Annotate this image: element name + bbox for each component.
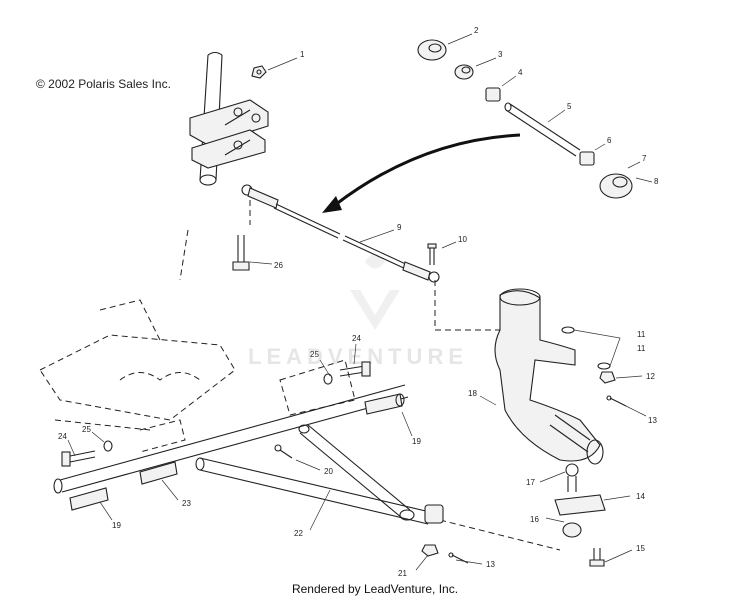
cotter-pin-part-13 [606,395,627,407]
tie-rod [241,184,440,283]
callout-6: 6 [607,136,612,145]
callout-19a: 19 [412,437,421,446]
callout-22: 22 [294,529,303,538]
callout-12: 12 [646,372,655,381]
spindle-knuckle-part-18 [494,288,604,465]
callout-15: 15 [636,544,645,553]
callout-2: 2 [474,26,479,35]
callout-10: 10 [458,235,467,244]
callout-25b: 25 [82,425,91,434]
nut-part-12 [599,371,616,384]
footer-credit: Rendered by LeadVenture, Inc. [291,582,459,596]
bushing-part-19-upper [364,393,405,415]
sleeve-part-6 [579,151,595,166]
shaft-part-5 [504,102,581,157]
leader-lines [67,33,653,571]
callout-24b: 24 [58,432,67,441]
a-arm-part-22 [53,384,444,525]
bolt-part-24-lower [61,450,96,467]
bolt-part-26 [179,229,250,281]
callout-11b: 11 [637,344,646,353]
callout-20: 20 [324,467,333,476]
callout-18: 18 [468,389,477,398]
bushing-part-19-lower [69,487,109,511]
bolt-part-24-upper [339,361,371,377]
washer-part-25-upper [323,373,333,385]
nut-part-1 [251,65,267,79]
callout-13b: 13 [486,560,495,569]
sleeve-part-4 [485,87,501,102]
callout-24a: 24 [352,334,361,343]
callout-14: 14 [636,492,645,501]
tube-part-23 [139,461,178,485]
bushing-part-8 [599,173,633,199]
callout-9: 9 [397,223,402,232]
bushing-part-2 [417,39,447,61]
watermark-logo [350,253,400,330]
callout-25a: 25 [310,350,319,359]
callout-5: 5 [567,102,572,111]
callout-17: 17 [526,478,535,487]
ball-joint-part-14 [554,463,606,567]
steering-post [189,51,269,186]
callout-26: 26 [274,261,283,270]
callout-1: 1 [300,50,305,59]
callout-3: 3 [498,50,503,59]
direction-arrow [322,133,521,213]
spacer-part-3 [454,64,474,80]
callout-23: 23 [182,499,191,508]
callout-4: 4 [518,68,523,77]
callout-13a: 13 [648,416,657,425]
callout-7: 7 [642,154,647,163]
callout-16: 16 [530,515,539,524]
nut-part-21 [421,544,439,557]
callout-8: 8 [654,177,659,186]
callout-21: 21 [398,569,407,578]
callout-19b: 19 [112,521,121,530]
frame-dashed [39,280,561,551]
callout-11a: 11 [637,330,646,339]
bolt-part-10 [427,243,437,265]
fitting-part-20 [274,444,293,459]
washer-part-25-lower [103,440,113,452]
copyright-notice: © 2002 Polaris Sales Inc. [36,77,171,91]
callout-numbers: 1 2 3 4 5 6 7 8 9 10 11 11 12 13 13 14 1… [58,26,659,578]
